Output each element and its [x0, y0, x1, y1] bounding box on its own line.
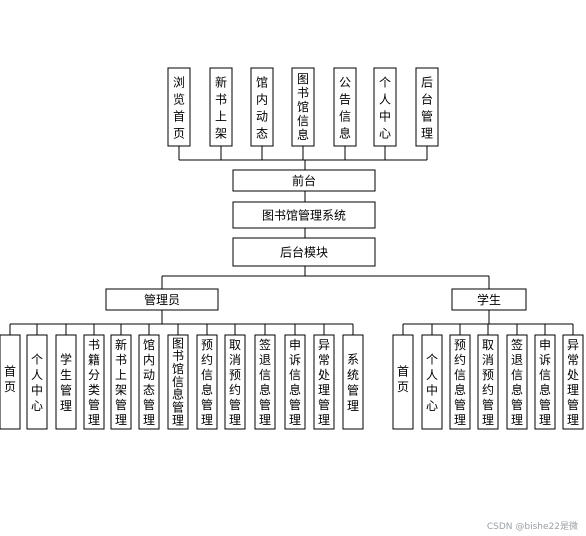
student-label: 学生 — [477, 292, 501, 307]
student-module-label: 申诉信息管理 — [539, 338, 551, 427]
admin-module-label: 书籍分类管理 — [88, 338, 100, 427]
admin-module-label: 系统管理 — [347, 352, 359, 413]
admin-module-box — [224, 334, 246, 430]
top-module-label: 浏览首页 — [173, 76, 185, 141]
admin-module-label: 新书上架管理 — [115, 337, 127, 427]
admin-module-box — [342, 334, 364, 430]
admin-module-box — [284, 334, 306, 430]
student-module-box — [392, 334, 414, 430]
admin-module-box — [83, 334, 105, 430]
admin-module-box — [138, 334, 160, 430]
admin-module-label: 学生管理 — [60, 351, 72, 413]
top-module-label: 馆内动态 — [256, 75, 268, 141]
backend-box — [232, 237, 376, 267]
admin-module-box — [55, 334, 77, 430]
front-box-label: 前台 — [292, 173, 316, 188]
admin-module-label: 图书馆信息管理 — [172, 336, 184, 427]
student-module-box — [477, 334, 499, 430]
top-module-box — [250, 67, 274, 147]
admin-module-label: 预约信息管理 — [201, 338, 213, 427]
admin-module-box — [313, 334, 335, 430]
student-module-box — [506, 334, 528, 430]
top-module-label: 新书上架 — [215, 75, 227, 141]
student-module-box — [562, 334, 584, 430]
student-module-box — [421, 334, 443, 430]
top-module-box — [373, 67, 397, 147]
top-module-label: 图书馆信息 — [297, 72, 309, 142]
top-module-box — [415, 67, 439, 147]
top-module-label: 个人中心 — [379, 76, 391, 141]
top-module-box — [291, 67, 315, 147]
student-module-label: 签退信息管理 — [511, 337, 523, 427]
student-module-label: 预约信息管理 — [454, 338, 466, 427]
admin-module-label: 馆内动态管理 — [143, 337, 155, 427]
admin-module-box — [254, 334, 276, 430]
student-module-label: 取消预约管理 — [482, 338, 494, 427]
student-box — [451, 288, 527, 311]
top-module-box — [167, 67, 191, 147]
admin-module-box — [0, 334, 21, 430]
top-module-label: 公告信息 — [339, 76, 351, 141]
student-module-label: 首页 — [397, 364, 409, 394]
admin-module-box — [196, 334, 218, 430]
top-module-box — [333, 67, 357, 147]
system-box-label: 图书馆管理系统 — [262, 208, 346, 223]
top-module-box — [209, 67, 233, 147]
student-module-box — [449, 334, 471, 430]
admin-module-label: 首页 — [4, 364, 16, 394]
student-module-label: 异常处理管理 — [567, 338, 579, 427]
admin-label: 管理员 — [144, 292, 180, 307]
admin-module-box — [26, 334, 48, 430]
admin-module-label: 签退信息管理 — [259, 337, 271, 427]
admin-box — [105, 288, 219, 311]
student-module-label: 个人中心 — [426, 352, 438, 413]
admin-module-label: 取消预约管理 — [229, 338, 241, 427]
front-box — [232, 169, 376, 192]
top-module-label: 后台管理 — [421, 76, 433, 141]
student-module-box — [534, 334, 556, 430]
admin-module-box — [167, 334, 189, 430]
admin-module-box — [110, 334, 132, 430]
system-box — [232, 201, 376, 229]
admin-module-label: 申诉信息管理 — [289, 338, 301, 427]
backend-box-label: 后台模块 — [280, 245, 328, 260]
watermark: CSDN @bishe22是微 — [486, 522, 578, 532]
admin-module-label: 异常处理管理 — [318, 338, 330, 427]
admin-module-label: 个人中心 — [31, 352, 43, 413]
